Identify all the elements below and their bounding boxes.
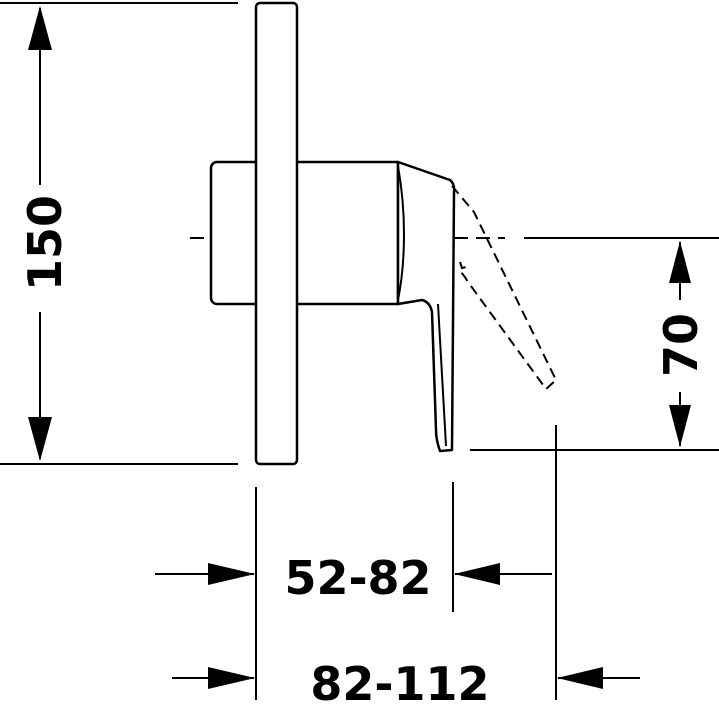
dimension-70: 70: [654, 241, 708, 447]
concealed-body: [209, 160, 263, 306]
handle-hub: [290, 160, 400, 306]
arrow-down-icon: [669, 405, 691, 447]
lever-ridge: [437, 303, 447, 447]
arrow-up-icon: [669, 241, 691, 283]
arrow-up-icon: [28, 6, 52, 50]
dimension-label-82-112: 82-112: [310, 657, 489, 711]
dimension-150: 150: [18, 6, 72, 461]
mixer-outline: [209, 1, 558, 466]
dimension-label-150: 150: [18, 195, 72, 291]
cover-plate: [254, 1, 299, 466]
lever-inner-edge: [397, 165, 406, 301]
lever-handle: [396, 160, 456, 453]
arrow-left-icon: [557, 667, 603, 689]
dimension-52-82: 52-82: [155, 551, 552, 605]
dimension-label-70: 70: [654, 313, 708, 377]
arrow-left-icon: [454, 563, 500, 585]
lever-phantom-position: [451, 185, 558, 391]
arrow-right-icon: [208, 667, 255, 689]
dimension-label-52-82: 52-82: [284, 551, 431, 605]
arrow-right-icon: [208, 563, 255, 585]
lever-phantom-inner: [459, 261, 471, 270]
arrow-down-icon: [28, 417, 52, 461]
dimension-82-112: 82-112: [172, 657, 640, 711]
